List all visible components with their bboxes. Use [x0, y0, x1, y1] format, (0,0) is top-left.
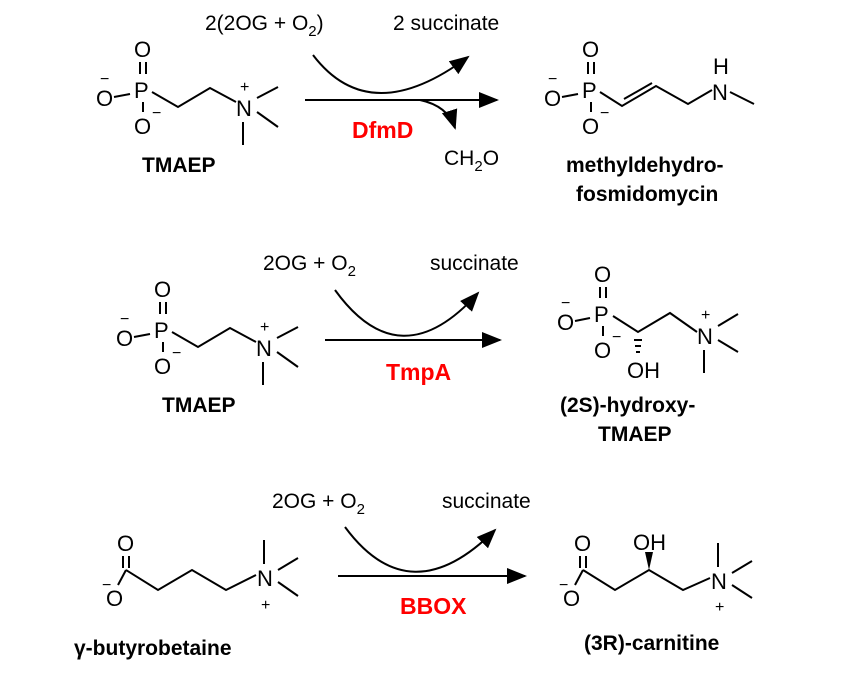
svg-text:+: +: [261, 597, 270, 614]
reaction-tmpa: O P O − O − N + TMAEP 2OG + O2 succinate…: [116, 252, 739, 446]
svg-text:+: +: [715, 599, 724, 616]
svg-text:+: +: [701, 307, 710, 324]
byproduct-label: CH2O: [444, 147, 499, 175]
product-label: methyldehydro-: [566, 154, 724, 177]
reaction-bbox: O O − N + γ-butyrobetaine 2OG + O2 succi…: [74, 490, 753, 660]
svg-text:P: P: [594, 302, 609, 327]
svg-text:N: N: [712, 80, 728, 105]
coproduct-label: 2 succinate: [393, 12, 499, 35]
carnitine-structure: O O − OH N +: [559, 530, 753, 616]
product-label: (2S)-hydroxy-: [560, 394, 695, 417]
atom-p: P: [134, 78, 149, 103]
curved-arrow-in: [312, 54, 470, 94]
curved-arrow-out: [419, 99, 458, 130]
svg-text:−: −: [120, 311, 129, 328]
svg-text:N: N: [257, 566, 273, 591]
atom-o: O: [134, 37, 151, 62]
coproduct-label: succinate: [430, 252, 519, 275]
product-label: TMAEP: [598, 423, 672, 446]
svg-text:O: O: [116, 326, 133, 351]
coproduct-label: succinate: [442, 490, 531, 513]
substrate-label: TMAEP: [142, 154, 216, 177]
svg-text:OH: OH: [633, 530, 666, 555]
svg-text:+: +: [240, 79, 249, 96]
product-label: fosmidomycin: [576, 183, 718, 206]
svg-text:−: −: [548, 71, 557, 88]
svg-text:O: O: [582, 37, 599, 62]
enzyme-label: DfmD: [352, 117, 413, 143]
butyrobetaine-structure: O O − N +: [102, 531, 299, 614]
svg-text:O: O: [594, 338, 611, 363]
svg-text:O: O: [557, 310, 574, 335]
cosubstrate-label: 2OG + O2: [272, 490, 365, 518]
svg-text:−: −: [561, 295, 570, 312]
svg-text:+: +: [260, 319, 269, 336]
product-label: (3R)-carnitine: [584, 632, 719, 655]
svg-text:−: −: [612, 329, 621, 346]
reaction-dfmd: O P O − O − N + TMAEP 2(2OG + O2) 2 succ…: [96, 12, 755, 206]
svg-text:P: P: [582, 78, 597, 103]
enzyme-label: TmpA: [386, 359, 451, 385]
svg-text:−: −: [172, 345, 181, 362]
svg-text:O: O: [544, 86, 561, 111]
svg-text:−: −: [100, 71, 109, 88]
tmaep-structure: O P O − O − N +: [96, 37, 279, 145]
enzyme-label: BBOX: [400, 593, 467, 619]
tmaep-structure: O P O − O − N +: [116, 277, 299, 385]
svg-text:N: N: [711, 569, 727, 594]
cosubstrate-label: 2OG + O2: [263, 252, 356, 280]
svg-text:O: O: [154, 354, 171, 379]
svg-text:O: O: [563, 586, 580, 611]
svg-text:N: N: [256, 336, 272, 361]
cosubstrate-label: 2(2OG + O2): [205, 12, 324, 40]
atom-o: O: [134, 114, 151, 139]
atom-o: O: [96, 86, 113, 111]
atom-n: N: [236, 96, 252, 121]
substrate-label: TMAEP: [162, 394, 236, 417]
svg-text:H: H: [713, 54, 729, 79]
svg-text:O: O: [574, 531, 591, 556]
svg-text:O: O: [594, 262, 611, 287]
svg-text:−: −: [600, 105, 609, 122]
svg-text:O: O: [106, 586, 123, 611]
svg-text:O: O: [117, 531, 134, 556]
methyldehydrofosmidomycin-structure: O P O − O − N H: [544, 37, 755, 139]
svg-text:−: −: [102, 577, 111, 594]
svg-text:−: −: [152, 105, 161, 122]
svg-text:N: N: [697, 324, 713, 349]
substrate-label: γ-butyrobetaine: [74, 637, 232, 660]
svg-text:O: O: [582, 114, 599, 139]
curved-arrow: [344, 526, 497, 573]
curved-arrow: [334, 289, 480, 337]
svg-text:−: −: [559, 577, 568, 594]
svg-text:OH: OH: [627, 358, 660, 383]
hydroxy-tmaep-structure: O P O − O − OH N +: [557, 262, 739, 383]
svg-text:P: P: [154, 318, 169, 343]
svg-text:O: O: [154, 277, 171, 302]
